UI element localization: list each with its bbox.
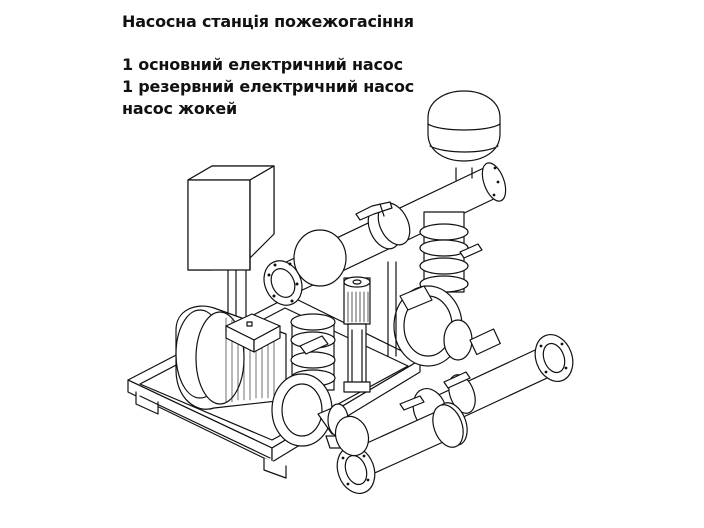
- discharge-header: [257, 160, 510, 312]
- expansion-tank: [428, 91, 500, 180]
- caption-block: Насосна станція пожежогасіння 1 основний…: [122, 8, 414, 120]
- suction-header: [330, 329, 579, 498]
- spec-line-main-pump: 1 основний електричний насос: [122, 55, 403, 74]
- riser-right: [420, 212, 482, 292]
- control-cabinet: [188, 166, 274, 320]
- reserve-electric-pump: [294, 230, 500, 366]
- spec-line-jockey-pump: насос жокей: [122, 99, 238, 118]
- jockey-pump: [344, 262, 396, 392]
- spec-line-reserve-pump: 1 резервний електричний насос: [122, 77, 415, 96]
- main-electric-pump: [176, 306, 348, 448]
- station-title: Насосна станція пожежогасіння: [122, 12, 414, 31]
